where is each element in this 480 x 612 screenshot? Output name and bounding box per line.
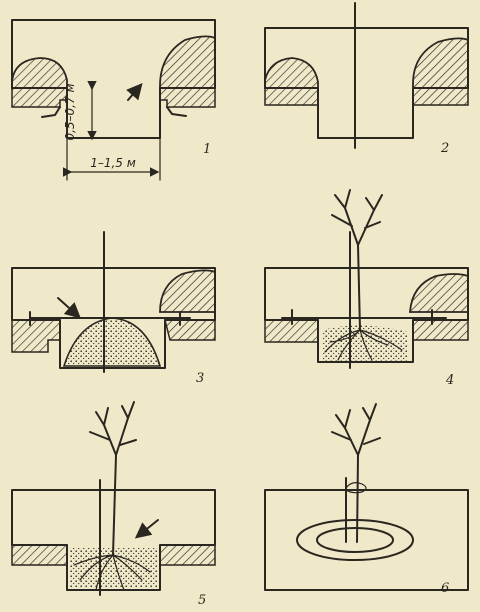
panel-2-soil-layer-left [264,87,319,106]
panel-6-trunk [331,403,381,543]
panel-1: 0,5–0,7 м 1–1,5 м 1 [11,19,216,181]
depth-label: 0,5–0,7 м [63,83,77,140]
width-label: 1–1,5 м [90,156,136,170]
panel-1-soil-mound-right [159,35,216,89]
panel-3-soil-layer-left [11,319,61,353]
panel-4-roots [324,329,403,361]
panel-5-soil-layer-right [159,544,216,566]
panel-4: 4 [264,189,469,388]
panel-1-number: 1 [203,142,211,157]
panel-4-soil-layer-right [412,319,469,341]
watering-circle-inner [316,527,394,553]
panel-1-pit-floor [41,106,187,118]
panel-6-frame [264,489,469,591]
panel-3-number: 3 [196,371,204,386]
panel-4-number: 4 [445,373,454,388]
panel-2-number: 2 [440,141,449,156]
panel-1-soil-layer [11,87,68,108]
panel-4-trunk [331,189,383,331]
panel-1-soil-layer-right [159,87,216,108]
panel-6-tie [345,482,367,494]
panel-6: 6 [264,403,469,596]
panel-2: 2 [264,2,469,156]
panel-3-soil-mound-right [159,269,216,313]
panel-5-soil-layer-left [11,544,68,566]
panel-2-soil-mound-right [412,37,469,89]
panel-2-soil-layer-right [412,87,469,106]
panel-5-number: 5 [198,593,206,608]
watering-circle-outer [296,519,414,561]
panel-5-roots [73,554,151,591]
panel-3-arrow [57,297,81,319]
panel-5-trunk [89,401,137,556]
panel-6-number: 6 [441,581,449,596]
panel-1-soil-mound-left [11,57,68,89]
panel-4-soil-mound-right [409,273,469,313]
panel-5-fertile-soil [70,548,157,588]
panel-3: 3 [11,231,216,386]
panel-2-soil-mound-left [264,57,319,89]
panel-5-arrow [134,519,159,539]
panel-4-soil-layer-left [264,319,319,343]
panel-1-arrow [126,82,143,101]
panel-3-soil-layer-right [164,319,216,341]
panel-3-fertile-mound [62,317,162,367]
panel-5: 5 [11,401,216,608]
